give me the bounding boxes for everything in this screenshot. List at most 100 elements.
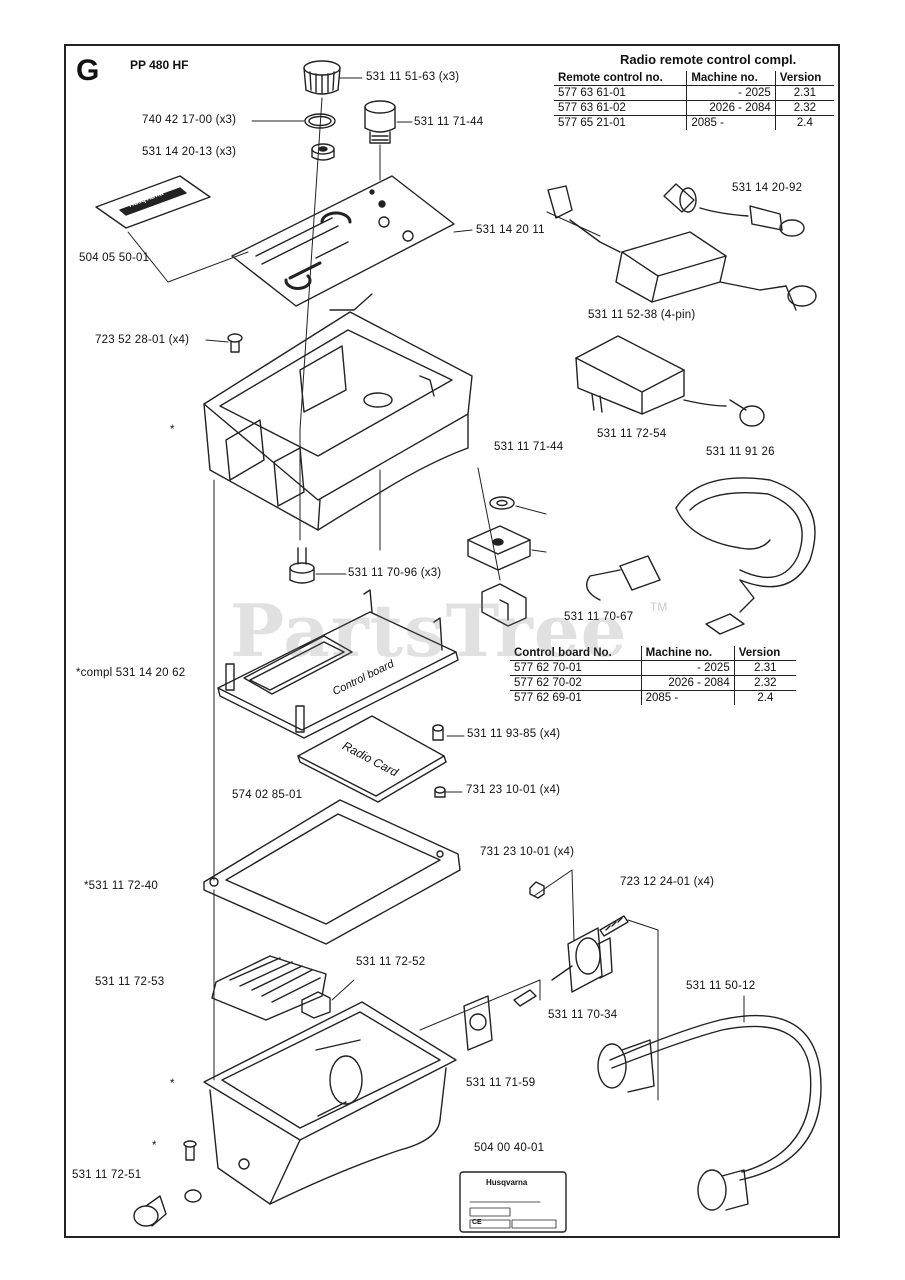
holder-block-part	[467, 525, 531, 571]
charger-part	[547, 185, 817, 311]
table-cell: 577 63 61-02	[554, 100, 687, 116]
standoff-part	[289, 547, 315, 584]
table-cell: 2.31	[774, 85, 834, 101]
part-label-top-panel: 531 14 20 11	[476, 224, 545, 236]
pin-part	[432, 724, 444, 741]
drawing-frame	[64, 44, 840, 1238]
push-button-part	[364, 100, 396, 144]
part-label-charger: 531 11 52-38 (4-pin)	[588, 309, 696, 321]
ce-mark: CE	[472, 1219, 482, 1226]
part-label-plug-cable: 531 14 20-92	[732, 182, 803, 194]
radio-card-part	[297, 715, 447, 803]
remote-control-table: Remote control no. Machine no. Version 5…	[554, 71, 834, 130]
screw-part	[183, 1140, 197, 1161]
watermark-tm: TM	[650, 600, 668, 614]
part-label-flange: 531 11 71-59	[466, 1077, 536, 1089]
table-row: 577 62 69-01 2085 - 2.4	[510, 690, 796, 705]
part-label-gasket: *531 11 72-40	[84, 880, 159, 892]
table-cell: - 2025	[640, 660, 735, 676]
part-label-rubber-pad: 531 11 72-53	[95, 976, 165, 988]
top-panel-part	[231, 175, 455, 311]
rubber-pad-part	[211, 955, 327, 1021]
table-cell: 2.4	[774, 115, 834, 130]
asterisk-marker: *	[152, 1140, 157, 1152]
table-row: 577 65 21-01 2085 - 2.4	[554, 115, 834, 130]
table-header: Machine no.	[686, 71, 776, 86]
part-label-o-ring: 740 42 17-00 (x3)	[142, 114, 237, 126]
table-cell: 2026 - 2084	[640, 675, 735, 691]
watermark: PartsTree	[230, 588, 628, 673]
part-label-adapter: 531 11 72-54	[597, 428, 667, 440]
lower-housing-part	[203, 1001, 457, 1205]
part-label-clip: 531 11 70-67	[564, 611, 634, 623]
rating-plate-brand: Husqvarna	[486, 1178, 528, 1187]
spacer-ring-part	[489, 496, 515, 510]
dust-cover-part	[301, 991, 331, 1019]
part-label-standoff: 531 11 70-96 (x3)	[348, 567, 442, 579]
table-cell: 2.32	[733, 675, 796, 691]
leader-lines	[205, 77, 473, 575]
table-cell: 577 62 70-01	[510, 660, 642, 676]
part-label-socket: 531 11 70-34	[548, 1009, 618, 1021]
power-adapter-part	[575, 335, 765, 427]
table-header: Remote control no.	[554, 71, 687, 86]
part-label-pin: 531 11 93-85 (x4)	[467, 728, 561, 740]
table-cell: 577 62 69-01	[514, 692, 582, 704]
table-header-row: Remote control no. Machine no. Version	[554, 71, 834, 86]
table-cell: - 2025	[686, 85, 776, 101]
table-cell: 577 63 61-01	[554, 85, 687, 101]
table-row: 577 62 70-02 2026 - 2084 2.32	[510, 675, 796, 691]
table-header: Machine no.	[640, 646, 735, 661]
brand-decal-part	[95, 175, 211, 229]
part-label-strap: 531 11 91 26	[706, 446, 775, 458]
knob-part	[303, 60, 341, 95]
upper-housing-part	[203, 311, 473, 531]
table-row: 577 62 70-01 - 2025 2.31	[510, 660, 796, 676]
part-label-nut-3: 731 23 10-01 (x4)	[480, 846, 575, 858]
part-label-nut: 531 14 20-13 (x3)	[142, 146, 237, 158]
part-label-foot: 531 11 72-51	[72, 1169, 142, 1181]
part-label-cable: 531 11 50-12	[686, 980, 756, 992]
cable-part	[597, 1014, 822, 1211]
socket-connector-part	[513, 927, 613, 1007]
asterisk-marker: *	[170, 1078, 175, 1090]
nut-part	[434, 786, 446, 798]
clip-part	[481, 583, 527, 627]
foot-plug-part	[133, 1189, 202, 1227]
section-letter: G	[76, 54, 100, 87]
part-label-rating-plate: 504 00 40-01	[474, 1142, 545, 1154]
control-board-part	[217, 589, 459, 739]
remote-control-table-title: Radio remote control compl.	[620, 52, 797, 67]
part-label-knob: 531 11 51-63 (x3)	[366, 71, 460, 83]
control-board-table: Control board No. Machine no. Version 57…	[510, 646, 796, 705]
table-row: 577 63 61-02 2026 - 2084 2.32	[554, 100, 834, 116]
table-row: 577 63 61-01 - 2025 2.31	[554, 85, 834, 101]
part-label-push-button: 531 11 71-44	[414, 116, 484, 128]
model-name: PP 480 HF	[130, 58, 189, 72]
part-label-screw-2: 723 12 24-01 (x4)	[620, 876, 715, 888]
table-cell: 2.31	[733, 660, 796, 676]
nut-part	[311, 143, 335, 161]
part-label-nut-2: 731 23 10-01 (x4)	[466, 784, 561, 796]
table-header-row: Control board No. Machine no. Version	[510, 646, 796, 661]
table-cell: 2.4	[733, 690, 796, 705]
table-cell: 2026 - 2084	[686, 100, 776, 116]
part-label-screw: 723 52 28-01 (x4)	[95, 334, 190, 346]
shoulder-strap-part	[586, 477, 816, 635]
part-label-decal: 504 05 50-01	[79, 252, 150, 264]
table-header: Control board No.	[510, 646, 642, 661]
table-header: Version	[774, 71, 834, 86]
table-cell: 2085 -	[640, 690, 735, 705]
part-label-button-2: 531 11 71-44	[494, 441, 564, 453]
screw-part	[227, 333, 243, 353]
screw-part	[599, 915, 629, 937]
part-label-radio-card: 574 02 85-01	[232, 789, 303, 801]
flange-part	[463, 995, 493, 1051]
rating-plate-part	[459, 1171, 567, 1233]
part-label-dust-cover: 531 11 72-52	[356, 956, 426, 968]
part-label-control-unit: *compl 531 14 20 62	[76, 667, 186, 679]
nut-part	[529, 881, 545, 899]
table-cell: 577 65 21-01	[558, 117, 626, 129]
table-cell: 2.32	[774, 100, 834, 116]
